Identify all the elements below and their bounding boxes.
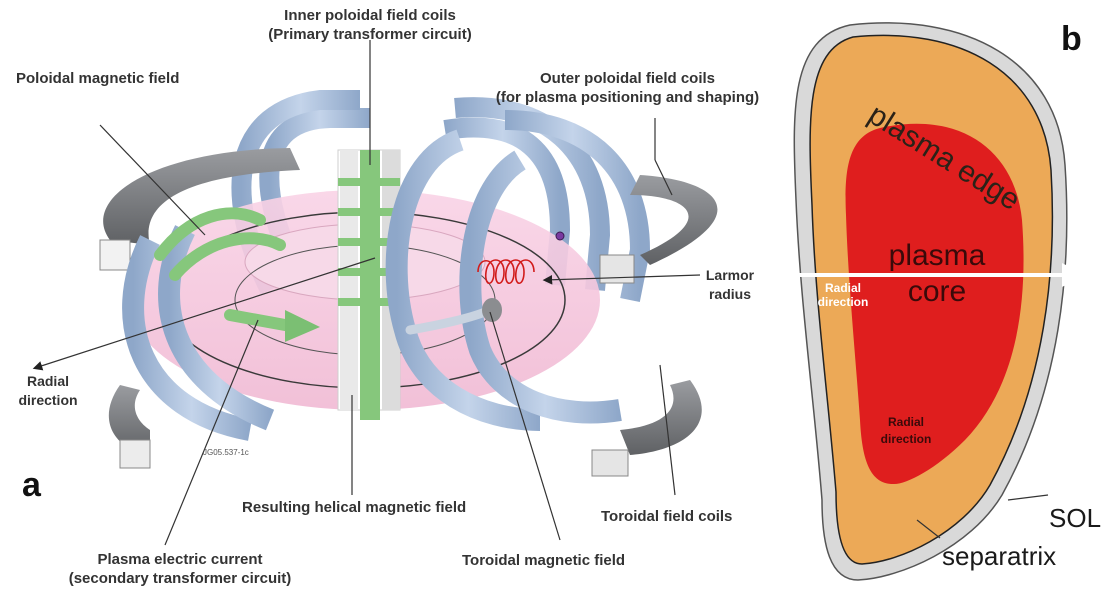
plasma-current-title: Plasma electric current xyxy=(60,550,300,569)
radial-arrow-line1: Radial xyxy=(798,281,888,295)
separatrix-label: separatrix xyxy=(942,541,1056,572)
panel-b-letter: b xyxy=(1061,20,1082,59)
helical-field-label: Resulting helical magnetic field xyxy=(242,498,466,517)
radial-core-label: Radial direction xyxy=(866,414,946,448)
toroidal-field-label: Toroidal magnetic field xyxy=(462,551,625,570)
radial-arrow-line2: direction xyxy=(798,295,888,309)
outer-pf-coils-label: Outer poloidal field coils (for plasma p… xyxy=(470,69,785,107)
larmor-radius-line1: Larmor xyxy=(700,266,760,285)
larmor-radius-label: Larmor radius xyxy=(700,266,760,304)
plasma-core-line1: plasma xyxy=(862,238,1012,274)
outer-pf-coils-subtitle: (for plasma positioning and shaping) xyxy=(470,88,785,107)
radial-core-line2: direction xyxy=(866,431,946,448)
tokamak-illustration xyxy=(35,40,717,545)
sol-label: SOL xyxy=(1049,503,1101,534)
radial-direction-label: Radial direction xyxy=(8,372,88,410)
larmor-radius-line2: radius xyxy=(700,285,760,304)
panel-a-letter: a xyxy=(22,466,41,505)
toroidal-coils-label: Toroidal field coils xyxy=(601,507,732,526)
radial-direction-line2: direction xyxy=(8,391,88,410)
inner-pf-coils-subtitle: (Primary transformer circuit) xyxy=(265,25,475,44)
plasma-current-label: Plasma electric current (secondary trans… xyxy=(60,550,300,588)
radial-core-line1: Radial xyxy=(866,414,946,431)
plasma-current-subtitle: (secondary transformer circuit) xyxy=(60,569,300,588)
figure-code: JG05.537-1c xyxy=(203,448,249,457)
outer-pf-coils-title: Outer poloidal field coils xyxy=(470,69,785,88)
radial-arrow-label: Radial direction xyxy=(798,281,888,309)
radial-direction-line1: Radial xyxy=(8,372,88,391)
inner-pf-coils-title: Inner poloidal field coils xyxy=(265,6,475,25)
inner-pf-coils-label: Inner poloidal field coils (Primary tran… xyxy=(265,6,475,44)
poloidal-field-label: Poloidal magnetic field xyxy=(16,69,179,88)
